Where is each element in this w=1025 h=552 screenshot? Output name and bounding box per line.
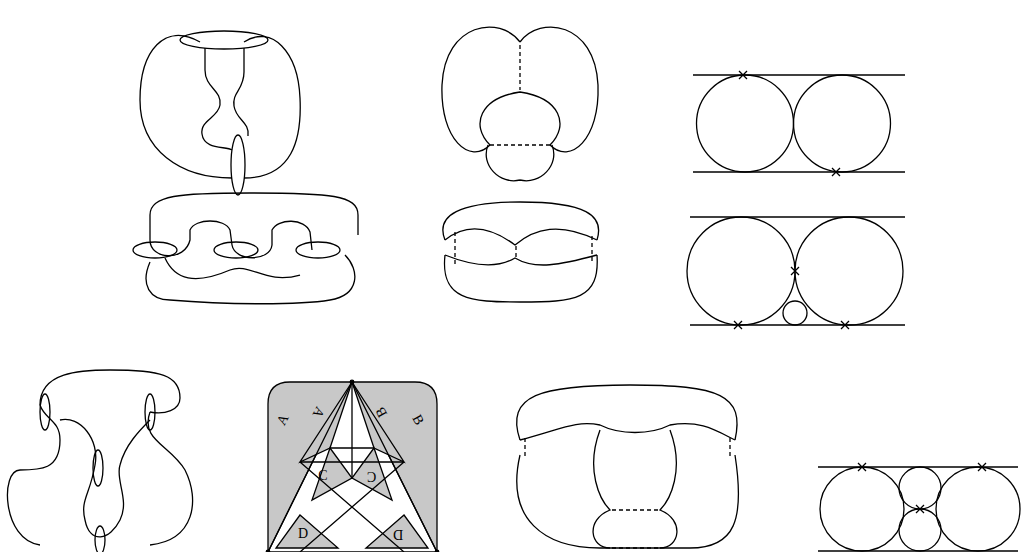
surface-diagram <box>442 27 598 181</box>
surface-diagram <box>517 385 739 548</box>
triangulation <box>266 380 439 552</box>
face-label: D <box>298 527 308 541</box>
link-diagram <box>133 193 358 304</box>
surface-diagram <box>443 202 599 302</box>
circle-packing <box>818 463 1020 551</box>
link-diagram <box>7 370 192 552</box>
face-label: C <box>367 469 376 483</box>
face-label: C <box>318 469 327 483</box>
circle-packing <box>687 217 905 329</box>
circle-packing <box>693 71 905 176</box>
link-diagram <box>140 31 300 195</box>
face-label: D <box>393 527 403 541</box>
